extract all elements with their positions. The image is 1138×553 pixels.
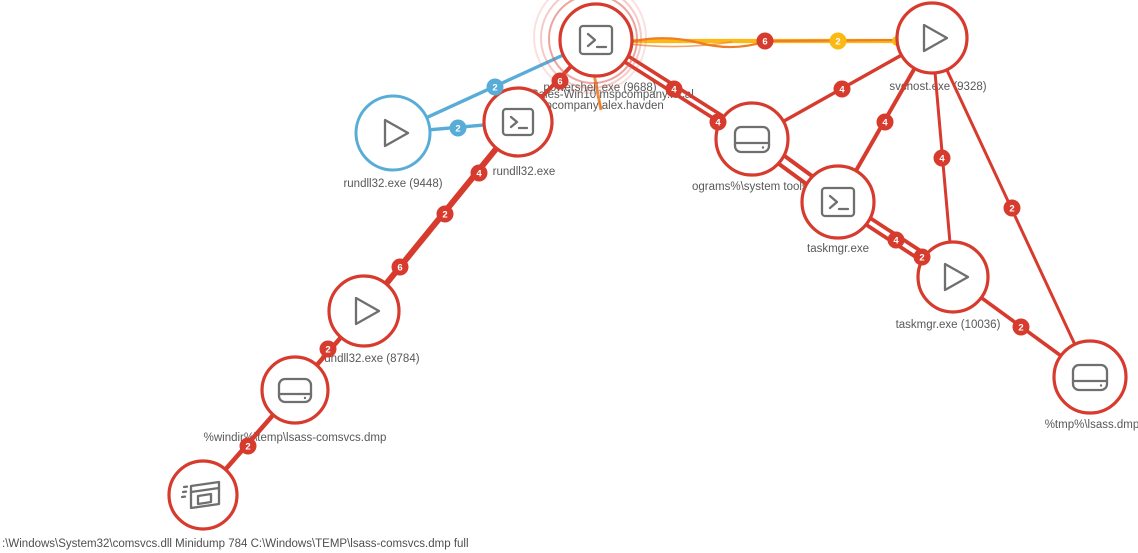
badge[interactable]: 4	[709, 113, 727, 131]
node-labels: powershell.exe (9688) MSP-Sales-Win10.ms…	[2, 81, 1138, 550]
badge[interactable]: 2	[486, 78, 504, 96]
svg-text:2: 2	[455, 123, 460, 134]
node-taskmgr-term[interactable]	[800, 164, 876, 240]
node-rundll32-8784[interactable]	[327, 274, 401, 348]
svg-text:6: 6	[397, 262, 402, 273]
powershell-process-label: powershell.exe (9688)	[543, 82, 656, 94]
play-icon	[922, 23, 949, 53]
badge[interactable]: 4	[665, 80, 683, 98]
comsvcs-module-label: :\Windows\System32\comsvcs.dll Minidump …	[2, 538, 469, 550]
svg-text:4: 4	[939, 153, 945, 164]
svg-text:2: 2	[442, 209, 447, 220]
rundll32-8784-label: rundll32.exe (8784)	[320, 353, 419, 365]
badge[interactable]: 2	[319, 340, 337, 358]
svg-text:4: 4	[882, 117, 888, 128]
svg-text:2: 2	[1018, 322, 1023, 333]
terminal-icon	[501, 107, 535, 137]
node-powershell[interactable]	[558, 2, 634, 78]
node-taskmgr-10036[interactable]	[916, 240, 990, 314]
badge[interactable]: 4	[933, 149, 951, 167]
terminal-icon	[578, 24, 614, 56]
svg-text:6: 6	[762, 36, 767, 47]
svg-text:2: 2	[835, 36, 840, 47]
badge[interactable]: 2	[913, 248, 931, 266]
drive-icon	[277, 377, 313, 404]
svg-text:4: 4	[715, 117, 721, 128]
node-rundll32-9448[interactable]	[354, 94, 432, 172]
taskmgr-10036-label: taskmgr.exe (10036)	[896, 319, 1001, 331]
rundll32-term-label: rundll32.exe	[493, 166, 556, 178]
node-comsvcs-dmp[interactable]	[260, 355, 330, 425]
badge[interactable]: 4	[470, 164, 488, 182]
svg-text:4: 4	[671, 84, 677, 95]
node-svchost[interactable]	[895, 1, 969, 75]
badge[interactable]: 2	[829, 32, 847, 50]
svg-text:4: 4	[893, 235, 899, 246]
svchost-label: svchost.exe (9328)	[889, 81, 986, 93]
graph-nodes	[167, 1, 1128, 531]
badge[interactable]: 4	[876, 113, 894, 131]
svg-text:2: 2	[245, 441, 250, 452]
svg-text:4: 4	[839, 84, 845, 95]
node-comsvcs-module[interactable]	[167, 459, 239, 531]
drive-icon	[733, 125, 771, 154]
svg-text:2: 2	[325, 344, 330, 355]
taskmgr-term-label: taskmgr.exe	[807, 243, 869, 255]
svg-text:2: 2	[919, 252, 924, 263]
system-tools-file-label: ograms%\system tools\ta	[692, 181, 821, 193]
comsvcs-dmp-label: %windir%\temp\lsass-comsvcs.dmp	[204, 432, 387, 444]
lsass-dmp-label: %tmp%\lsass.dmp	[1045, 419, 1138, 431]
badge[interactable]: 6	[391, 258, 409, 276]
badge[interactable]: 6	[756, 32, 774, 50]
badge[interactable]: 4	[833, 80, 851, 98]
selection-rings	[533, 0, 647, 94]
terminal-icon	[820, 186, 856, 218]
svg-text:4: 4	[476, 168, 482, 179]
node-rundll32-term[interactable]	[482, 86, 554, 158]
badge[interactable]: 6	[551, 72, 569, 90]
window-module-icon	[180, 480, 221, 510]
badge[interactable]: 2	[239, 437, 257, 455]
play-icon	[354, 296, 381, 326]
play-icon	[383, 118, 410, 148]
svg-text:6: 6	[557, 76, 562, 87]
powershell-user-label: mspcompany\alex.havden	[530, 100, 664, 112]
play-icon	[943, 262, 970, 292]
badge[interactable]: 2	[449, 119, 467, 137]
badge[interactable]: 2	[1003, 199, 1021, 217]
badge[interactable]: 4	[887, 231, 905, 249]
node-system-tools-file[interactable]	[714, 101, 790, 177]
edge-powershell-stub-orange[interactable]	[592, 73, 603, 111]
rundll32-9448-label: rundll32.exe (9448)	[343, 178, 442, 190]
badge[interactable]: 2	[1012, 318, 1030, 336]
edge-badges: 2 2 6 6 2 4 4 4 4 4 2 4 2 2 4 2 6 2 2	[239, 32, 1030, 455]
badge[interactable]: 2	[436, 205, 454, 223]
svg-text:2: 2	[492, 82, 497, 93]
node-lsass-dmp[interactable]	[1052, 339, 1128, 415]
edge-powershell-svchost-orange[interactable]	[629, 37, 899, 49]
edge-powershell-svchost-orange2[interactable]	[629, 41, 733, 48]
drive-icon	[1071, 363, 1109, 392]
svg-text:2: 2	[1009, 203, 1014, 214]
